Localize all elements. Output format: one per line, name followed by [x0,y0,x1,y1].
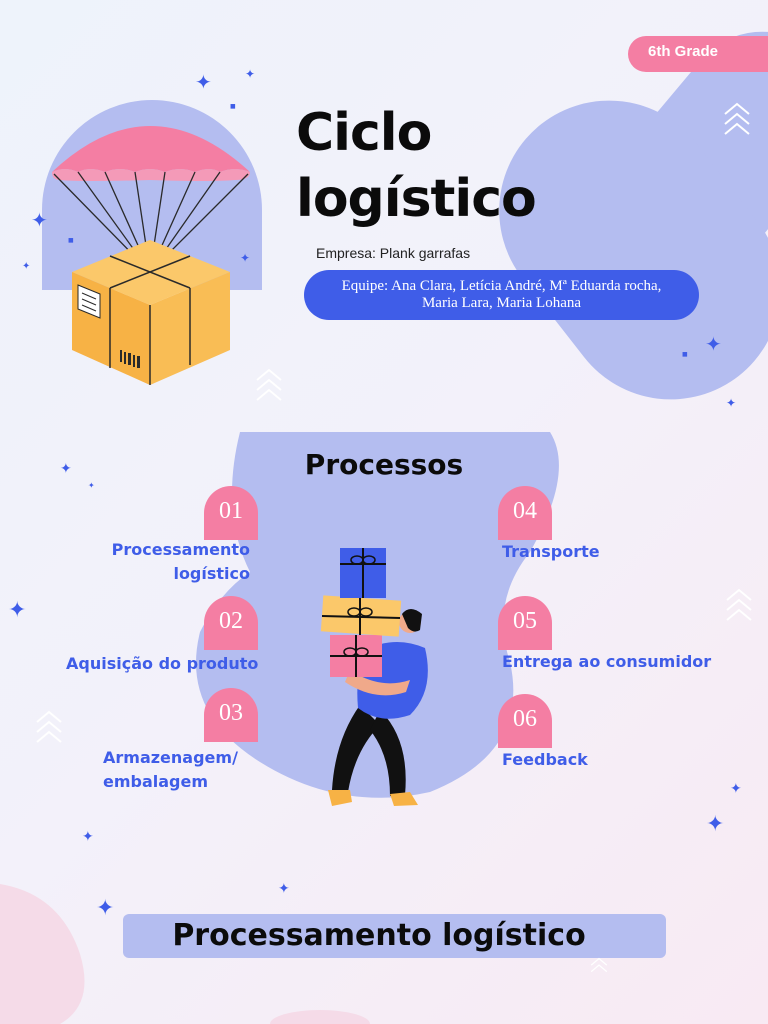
sparkle-star-icon: ✦ [31,208,48,232]
main-title: Ciclo logístico [296,100,596,232]
slide-processes: Processos 01 Processamento logístico 02 … [0,432,768,864]
step-label-line: Transporte [502,542,600,561]
sparkle-star-icon: ■ [68,237,74,244]
person-carrying-gifts-illustration [320,548,428,806]
parachute-box-illustration [42,100,262,385]
title-line-1: Ciclo [296,103,432,163]
company-label: Empresa: Plank garrafas [316,245,471,261]
step-label-line: Feedback [502,750,588,769]
chevron-stack-icon [256,368,282,401]
title-line-2: logístico [296,169,537,229]
step-number-badge: 01 [204,486,258,540]
decor-blob [0,884,85,1024]
slide-title: 6th Grade [0,0,768,432]
step-number-badge: 03 [204,688,258,742]
sparkle-star-icon: ■ [682,351,688,358]
step-label-line: logístico [173,564,250,583]
sparkle-star-icon: ✦ [60,461,72,477]
step-number-badge: 05 [498,596,552,650]
step-label-line: Entrega ao consumidor [502,652,712,671]
step-label: Feedback [502,748,702,772]
chevron-stack-icon [36,710,62,743]
step-label: Entrega ao consumidor [502,650,752,674]
sparkle-star-icon: ✦ [245,67,256,81]
grade-badge: 6th Grade [628,36,768,72]
step-label: Processamento logístico [60,538,250,586]
sparkle-star-icon: ✦ [96,896,115,921]
sparkle-star-icon: ✦ [88,481,95,490]
chevron-stack-icon [724,102,750,135]
step-label: Transporte [502,540,702,564]
step-label-line: Processamento [111,540,250,559]
chevron-stack-icon [726,588,752,621]
sparkle-star-icon: ✦ [730,781,742,797]
step-number-badge: 02 [204,596,258,650]
sparkle-star-icon: ✦ [82,829,94,845]
step-number-badge: 06 [498,694,552,748]
sparkle-star-icon: ■ [230,103,236,110]
slide-processing: Processamento logístico ✦ ✦ [0,864,768,1024]
sparkle-star-icon: ✦ [195,70,212,94]
chevron-stack-icon [590,957,608,973]
section-title: Processos [304,448,464,481]
step-label-line: embalagem [103,772,209,791]
sparkle-star-icon: ✦ [8,598,27,623]
sparkle-star-icon: ✦ [278,881,290,897]
step-label-line: Aquisição do produto [66,654,259,673]
sparkle-star-icon: ✦ [240,251,251,265]
step-label: Armazenagem/ embalagem [103,746,273,794]
team-pill: Equipe: Ana Clara, Letícia André, Mª Edu… [304,270,699,320]
step-label-line: Armazenagem/ [103,748,238,767]
sparkle-star-icon: ✦ [705,332,722,356]
sparkle-star-icon: ✦ [22,261,31,272]
title-bar [123,914,666,958]
decor-blob [270,1010,370,1024]
step-number-badge: 04 [498,486,552,540]
sparkle-star-icon: ✦ [726,396,737,410]
sparkle-star-icon: ✦ [706,812,725,837]
slide-title: Processamento logístico [172,918,586,953]
step-label: Aquisição do produto [66,652,296,676]
